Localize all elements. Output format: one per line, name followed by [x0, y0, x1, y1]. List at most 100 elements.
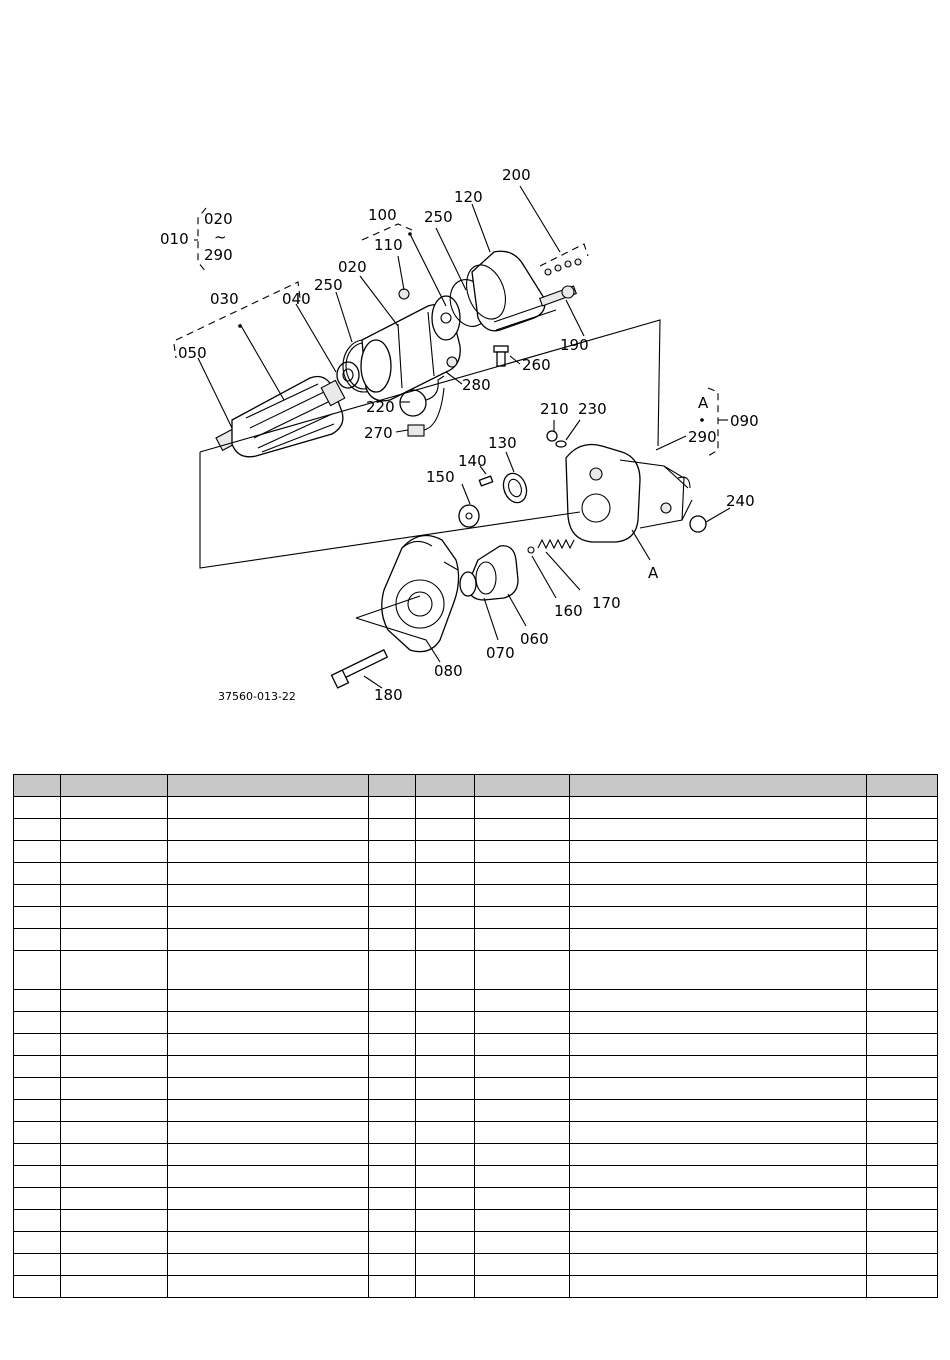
gear-drawing-130	[502, 472, 528, 504]
table-cell	[474, 906, 570, 929]
table-cell	[474, 1055, 570, 1078]
leader-lines	[173, 185, 731, 689]
table-cell	[569, 950, 867, 990]
table-cell	[167, 1165, 369, 1188]
table-cell	[13, 1275, 61, 1298]
table-cell	[474, 1165, 570, 1188]
table-cell	[569, 1011, 867, 1034]
brush-holder-drawing	[398, 288, 461, 341]
table-cell	[60, 1077, 168, 1100]
table-cell	[415, 1055, 475, 1078]
table-cell	[415, 840, 475, 863]
table-cell	[569, 1187, 867, 1210]
table-cell	[368, 1253, 416, 1276]
callout-190: 190	[560, 336, 589, 354]
callout-tilde: ~	[214, 228, 227, 246]
table-cell	[60, 1143, 168, 1166]
table-cell	[368, 884, 416, 907]
table-cell	[474, 884, 570, 907]
table-cell	[13, 1055, 61, 1078]
table-cell	[569, 1231, 867, 1254]
bolt-drawing-180	[330, 649, 389, 689]
callout-110: 110	[374, 236, 403, 254]
table-cell	[569, 818, 867, 841]
table-cell	[368, 1143, 416, 1166]
table-cell	[368, 989, 416, 1012]
table-cell	[415, 862, 475, 885]
table-cell	[60, 840, 168, 863]
table-cell	[60, 796, 168, 819]
callout-labels: 010 020 ~ 290 030 040 250 020 050 100 11…	[160, 166, 759, 704]
table-cell	[167, 1033, 369, 1056]
table-row	[13, 950, 938, 990]
table-cell	[415, 989, 475, 1012]
table-cell	[474, 1099, 570, 1122]
table-cell	[13, 1143, 61, 1166]
table-cell	[60, 928, 168, 951]
table-cell	[13, 774, 61, 797]
table-cell	[60, 1231, 168, 1254]
table-cell	[13, 862, 61, 885]
callout-230: 230	[578, 400, 607, 418]
table-cell	[368, 1121, 416, 1144]
table-cell	[415, 1143, 475, 1166]
table-cell	[569, 774, 867, 797]
table-cell	[866, 906, 938, 929]
table-row	[13, 928, 938, 951]
bearing-drawing	[336, 361, 360, 389]
table-cell	[13, 928, 61, 951]
table-cell	[60, 950, 168, 990]
table-cell	[368, 1055, 416, 1078]
callout-250-b: 250	[424, 208, 453, 226]
table-cell	[415, 1077, 475, 1100]
callout-040: 040	[282, 290, 311, 308]
table-cell	[866, 1055, 938, 1078]
table-cell	[474, 1033, 570, 1056]
table-cell	[569, 862, 867, 885]
table-cell	[368, 906, 416, 929]
callout-020: 020	[338, 258, 367, 276]
table-cell	[866, 1033, 938, 1056]
table-cell	[167, 950, 369, 990]
table-cell	[60, 818, 168, 841]
callout-270: 270	[364, 424, 393, 442]
callout-180: 180	[374, 686, 403, 704]
callout-280: 280	[462, 376, 491, 394]
table-cell	[60, 862, 168, 885]
group-dot-030	[238, 324, 242, 328]
table-cell	[569, 906, 867, 929]
table-cell	[866, 1165, 938, 1188]
table-cell	[13, 906, 61, 929]
table-cell	[415, 906, 475, 929]
table-cell	[474, 1187, 570, 1210]
table-cell	[60, 989, 168, 1012]
table-cell	[60, 1121, 168, 1144]
table-cell	[368, 1209, 416, 1232]
table-cell	[474, 1077, 570, 1100]
holder-drawing-150	[458, 504, 480, 528]
table-cell	[13, 1209, 61, 1232]
table-row	[13, 1099, 938, 1122]
table-cell	[368, 1231, 416, 1254]
callout-160: 160	[554, 602, 583, 620]
bolt-drawing-260	[493, 345, 509, 367]
group-dot-100	[408, 232, 412, 236]
table-row	[13, 1011, 938, 1034]
table-cell	[415, 1253, 475, 1276]
clutch-drawing	[459, 545, 519, 601]
table-header-row	[13, 774, 938, 797]
callout-260: 260	[522, 356, 551, 374]
table-cell	[368, 774, 416, 797]
table-cell	[569, 928, 867, 951]
table-cell	[13, 1011, 61, 1034]
table-cell	[13, 1077, 61, 1100]
table-cell	[474, 796, 570, 819]
table-cell	[866, 1099, 938, 1122]
callout-020-range: 020	[204, 210, 233, 228]
parts-list-table	[13, 774, 938, 1298]
table-cell	[368, 840, 416, 863]
table-cell	[368, 818, 416, 841]
callout-030: 030	[210, 290, 239, 308]
table-cell	[167, 1231, 369, 1254]
table-cell	[474, 840, 570, 863]
